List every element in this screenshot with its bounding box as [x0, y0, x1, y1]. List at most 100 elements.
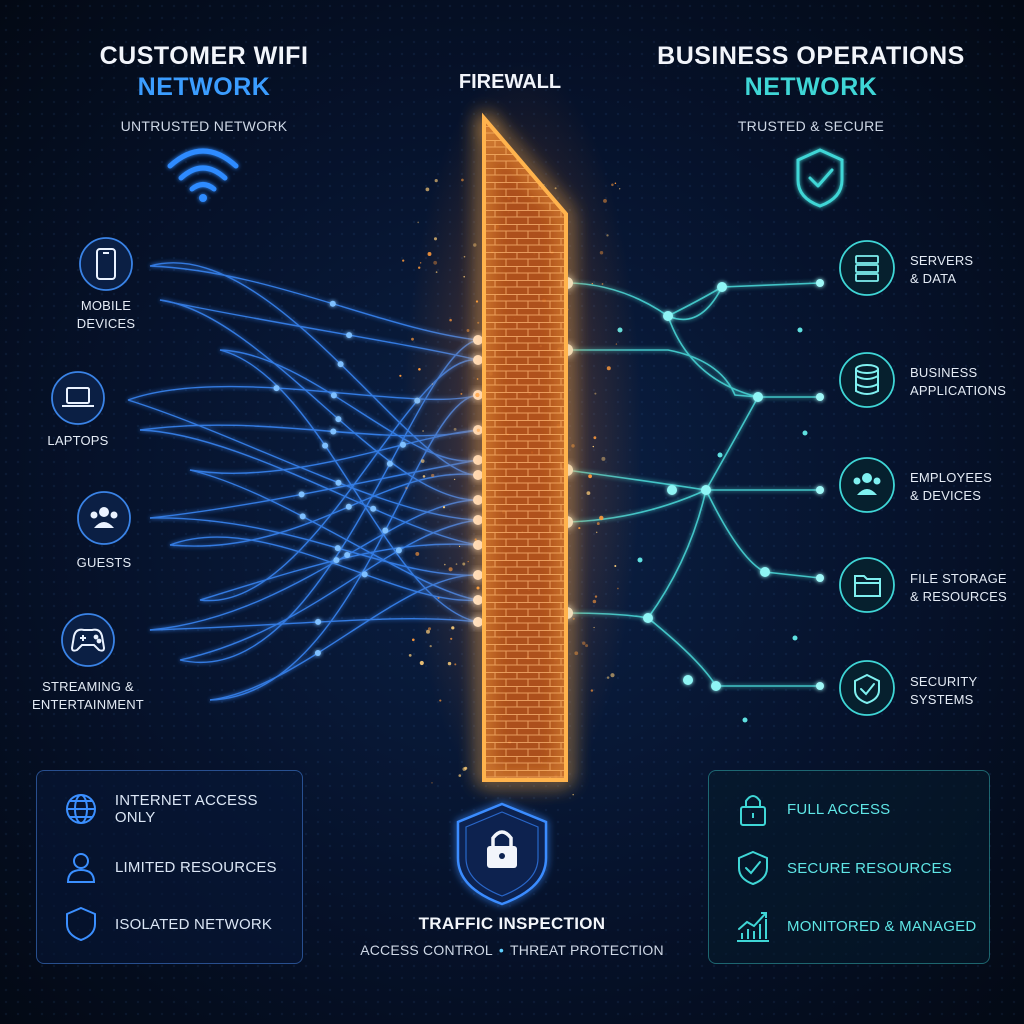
- firewall-spark: [606, 676, 610, 679]
- padlock-shield-icon: [456, 802, 548, 906]
- firewall-spark: [427, 627, 432, 631]
- panel-item-label: MONITORED & MANAGED: [787, 917, 977, 935]
- left-node-label-line2: DEVICES: [76, 316, 136, 331]
- firewall-spark: [458, 774, 462, 777]
- untrusted-flow-node: [322, 442, 329, 449]
- trusted-network-endpoint: [816, 279, 824, 287]
- trusted-network-junction: [717, 282, 727, 292]
- firewall-spark: [606, 234, 609, 237]
- untrusted-flow-node: [345, 503, 352, 510]
- wifi-icon: [167, 148, 239, 202]
- firewall-spark: [578, 527, 581, 530]
- firewall-spark: [434, 179, 438, 183]
- employees-icon: [853, 473, 881, 495]
- firewall-spark: [427, 252, 432, 256]
- firewall-spark: [439, 699, 442, 702]
- untrusted-flow-node: [337, 361, 344, 368]
- untrusted-network-summary-panel: INTERNET ACCESS ONLY LIMITED RESOURCES I…: [36, 770, 303, 964]
- trusted-network-junction: [753, 392, 763, 402]
- firewall-spark: [405, 486, 408, 490]
- firewall-spark: [476, 378, 479, 380]
- firewall-spark: [585, 644, 589, 648]
- firewall-spark: [582, 641, 586, 645]
- firewall-spark: [442, 506, 446, 509]
- security-shield-icon: [854, 673, 880, 705]
- trusted-network-junction: [701, 485, 711, 495]
- globe-icon: [61, 789, 101, 829]
- firewall-spark: [425, 187, 430, 192]
- firewall-spark: [454, 663, 457, 666]
- trusted-network-subtitle: TRUSTED & SECURE: [737, 118, 885, 134]
- trusted-network-title-line2: NETWORK: [744, 73, 878, 101]
- panel-row-limited-resources: LIMITED RESOURCES: [61, 847, 277, 887]
- firewall-spark: [399, 374, 402, 377]
- traffic-inspection-title: TRAFFIC INSPECTION: [418, 914, 606, 933]
- firewall-spark: [590, 689, 594, 692]
- right-node-label-line1: SECURITY: [910, 674, 978, 689]
- firewall-spark: [617, 587, 619, 590]
- firewall-spark: [476, 586, 480, 590]
- trusted-network-dot: [742, 717, 748, 723]
- firewall-spark: [475, 392, 480, 398]
- panel-item-label: INTERNET ACCESS ONLY: [114, 792, 258, 826]
- trusted-network-line: [647, 489, 707, 619]
- firewall-spark: [611, 183, 614, 187]
- trusted-network-dot: [792, 635, 798, 641]
- firewall-spark: [594, 392, 597, 395]
- untrusted-flow-node: [346, 332, 353, 339]
- firewall-spark: [476, 428, 481, 432]
- shield-icon: [61, 904, 101, 944]
- firewall-spark: [592, 599, 597, 604]
- folder-icon: [854, 575, 881, 597]
- firewall-title: FIREWALL: [458, 71, 562, 93]
- user-icon: [61, 847, 101, 887]
- untrusted-flow-node: [329, 300, 336, 307]
- trusted-network-junction: [643, 613, 653, 623]
- right-node-label-line1: EMPLOYEES: [910, 470, 992, 485]
- untrusted-flow-node: [314, 650, 321, 656]
- left-device-nodes: [51, 237, 133, 667]
- untrusted-flow-node: [334, 545, 341, 552]
- firewall-spark: [460, 392, 463, 395]
- untrusted-flow-node: [361, 571, 368, 578]
- left-node-label-line1: MOBILE: [80, 298, 132, 313]
- firewall-spark: [458, 545, 461, 548]
- firewall-spark: [574, 651, 579, 656]
- trusted-network-dot: [637, 557, 643, 563]
- firewall-spark: [418, 266, 421, 269]
- trusted-network-junction: [663, 311, 673, 321]
- panel-row-full-access: FULL ACCESS: [733, 789, 890, 829]
- untrusted-flow-node: [299, 513, 306, 520]
- firewall-spark: [426, 629, 430, 634]
- firewall-spark: [599, 515, 604, 521]
- access-control-label: ACCESS CONTROL: [360, 942, 493, 958]
- trusted-network-junction: [711, 681, 721, 691]
- firewall-spark: [453, 427, 457, 431]
- firewall-spark: [466, 329, 470, 332]
- lock-icon: [733, 789, 773, 829]
- left-node-label-line1: LAPTOPS: [47, 433, 109, 448]
- right-node-label-servers: SERVERS & DATA: [910, 252, 1020, 288]
- right-node-label-line2: & RESOURCES: [910, 589, 1007, 604]
- firewall-spark: [619, 188, 621, 190]
- firewall-spark: [402, 259, 405, 262]
- firewall-spark: [606, 366, 611, 371]
- untrusted-flow-node: [330, 428, 337, 435]
- left-node-label-laptops: LAPTOPS: [28, 432, 128, 450]
- firewall-spark: [415, 551, 420, 556]
- firewall-spark: [571, 444, 575, 448]
- panel-row-internet-access: INTERNET ACCESS ONLY: [61, 789, 302, 829]
- right-node-label-applications: BUSINESS APPLICATIONS: [910, 364, 1020, 400]
- firewall-spark: [475, 300, 479, 303]
- trusted-network-endpoint: [816, 486, 824, 494]
- gamepad-icon: [70, 628, 106, 652]
- right-node-label-security: SECURITY SYSTEMS: [910, 673, 1020, 709]
- firewall-spark: [411, 337, 414, 341]
- guests-icon: [90, 507, 118, 528]
- trusted-network-line: [667, 315, 759, 398]
- chart-icon: [733, 906, 773, 946]
- firewall-spark: [435, 271, 438, 273]
- untrusted-flow-node: [333, 557, 340, 564]
- untrusted-network-header: CUSTOMER WIFI NETWORK UNTRUSTED NETWORK: [44, 42, 364, 134]
